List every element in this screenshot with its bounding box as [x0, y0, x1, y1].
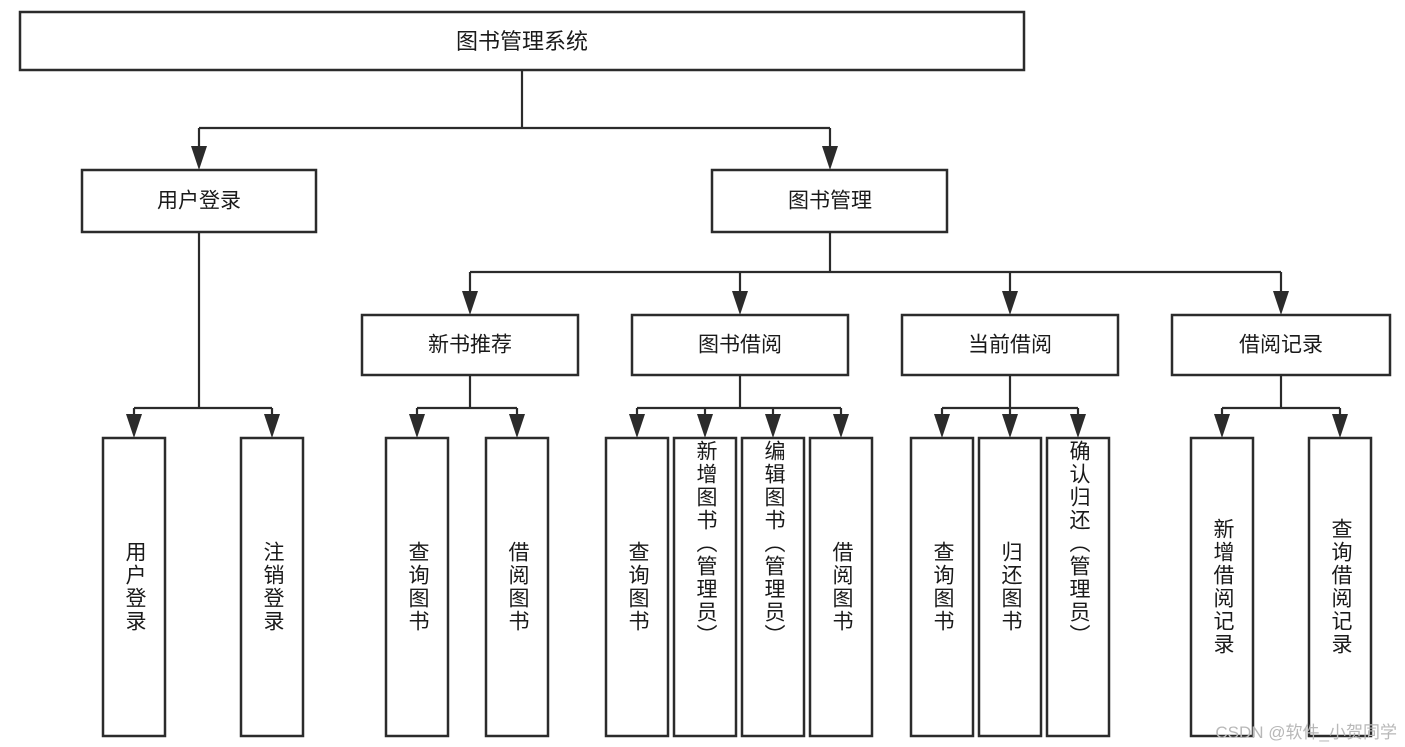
node-user-login[interactable]: 用户登录 — [80, 168, 318, 234]
leaf-box-book-borrow-2[interactable] — [740, 436, 806, 738]
leaf-box-current-borrow-1[interactable] — [977, 436, 1043, 738]
leaf-box-book-borrow-3[interactable] — [808, 436, 874, 738]
connector-group-borrow-record — [1214, 375, 1348, 438]
node-borrow-record-label: 借阅记录 — [1239, 334, 1323, 357]
node-new-book-recommend-label: 新书推荐 — [428, 334, 512, 357]
node-title-box[interactable] — [18, 10, 1026, 72]
connector-group-new-book-recommend — [409, 375, 525, 438]
connector-group-current-borrow — [934, 375, 1086, 438]
connector-group-book-mgmt — [462, 232, 1289, 315]
node-current-borrow-label: 当前借阅 — [968, 334, 1052, 357]
arrow-head-leaf-borrow-record-1 — [1332, 414, 1348, 438]
node-new-book-recommend[interactable]: 新书推荐 — [360, 313, 580, 377]
node-user-login-box[interactable] — [80, 168, 318, 234]
node-book-borrow[interactable]: 图书借阅 — [630, 313, 850, 377]
arrow-head-leaf-book-borrow-0 — [629, 414, 645, 438]
arrow-head-book-borrow — [732, 291, 748, 315]
arrow-head-leaf-book-borrow-2 — [765, 414, 781, 438]
arrow-head-leaf-book-borrow-1 — [697, 414, 713, 438]
arrow-head-new-book-recommend — [462, 291, 478, 315]
node-current-borrow-box[interactable] — [900, 313, 1120, 377]
arrow-head-leaf-current-borrow-0 — [934, 414, 950, 438]
arrow-head-book-mgmt — [822, 146, 838, 170]
connector-group-book-borrow — [629, 375, 849, 438]
connector-group-user-login — [126, 232, 280, 438]
leaf-box-book-borrow-0[interactable] — [604, 436, 670, 738]
node-book-borrow-box[interactable] — [630, 313, 850, 377]
node-current-borrow[interactable]: 当前借阅 — [900, 313, 1120, 377]
arrow-head-leaf-borrow-record-0 — [1214, 414, 1230, 438]
arrow-head-current-borrow — [1002, 291, 1018, 315]
leaf-box-user-login-0[interactable] — [101, 436, 167, 738]
leaf-box-user-login-1[interactable] — [239, 436, 305, 738]
node-borrow-record[interactable]: 借阅记录 — [1170, 313, 1392, 377]
arrow-head-leaf-new-book-1 — [509, 414, 525, 438]
leaf-box-new-book-0[interactable] — [384, 436, 450, 738]
arrow-head-leaf-user-login-1 — [264, 414, 280, 438]
leaf-box-borrow-record-1[interactable] — [1307, 436, 1373, 738]
node-title-label: 图书管理系统 — [456, 29, 588, 54]
leaf-box-new-book-1[interactable] — [484, 436, 550, 738]
connector-group-root — [191, 70, 838, 170]
leaf-box-current-borrow-0[interactable] — [909, 436, 975, 738]
node-book-borrow-label: 图书借阅 — [698, 334, 782, 357]
leaf-box-book-borrow-1[interactable] — [672, 436, 738, 738]
leaf-box-current-borrow-2[interactable] — [1045, 436, 1111, 738]
node-title-book-management-system[interactable]: 图书管理系统 — [18, 10, 1026, 72]
node-new-book-recommend-box[interactable] — [360, 313, 580, 377]
node-user-login-label: 用户登录 — [157, 190, 241, 213]
arrow-head-leaf-new-book-0 — [409, 414, 425, 438]
node-book-management[interactable]: 图书管理 — [710, 168, 949, 234]
node-book-management-box[interactable] — [710, 168, 949, 234]
arrow-head-user-login — [191, 146, 207, 170]
arrow-head-leaf-book-borrow-3 — [833, 414, 849, 438]
node-book-management-label: 图书管理 — [788, 190, 872, 213]
arrow-head-leaf-current-borrow-1 — [1002, 414, 1018, 438]
arrow-head-leaf-user-login-0 — [126, 414, 142, 438]
arrow-head-borrow-record — [1273, 291, 1289, 315]
leaf-box-borrow-record-0[interactable] — [1189, 436, 1255, 738]
arrow-head-leaf-current-borrow-2 — [1070, 414, 1086, 438]
node-borrow-record-box[interactable] — [1170, 313, 1392, 377]
